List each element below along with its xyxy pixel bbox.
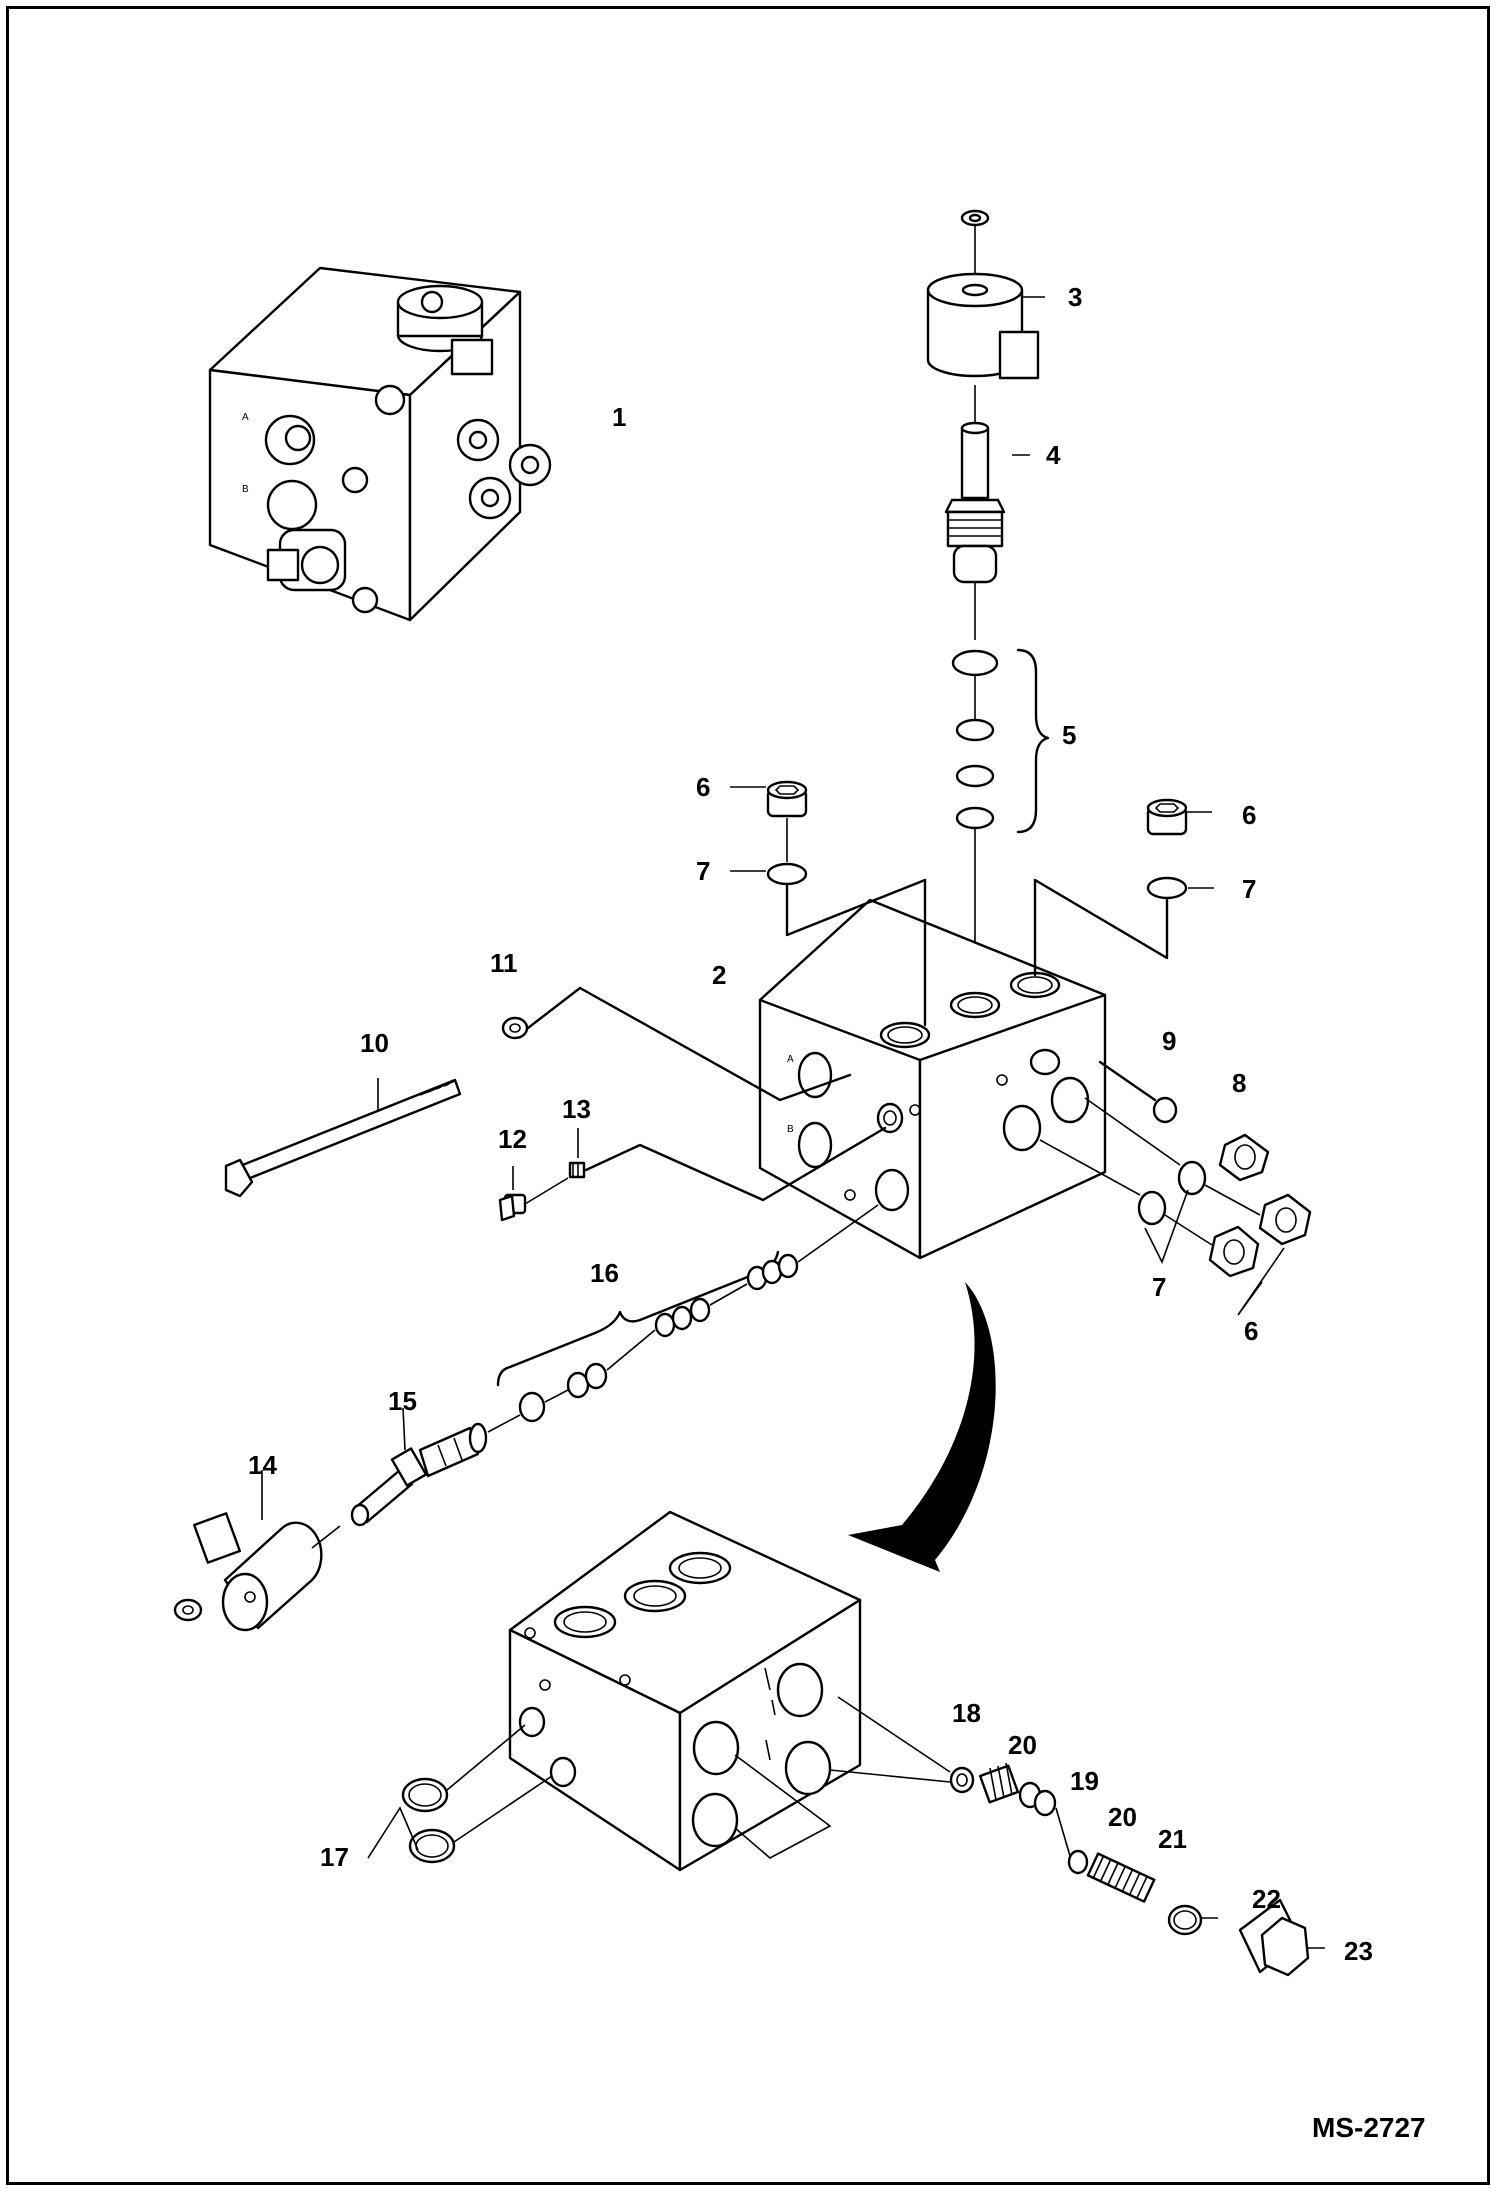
callout-7-bottom: 7 — [1152, 1272, 1167, 1302]
callout-6-bottom-right: 6 — [1244, 1316, 1259, 1346]
port-a-label: A — [242, 412, 249, 423]
callout-7-top-right: 7 — [1242, 874, 1257, 904]
callout-22: 22 — [1252, 1884, 1281, 1914]
relief-valve-items-18-23 — [734, 1696, 1325, 1977]
o-rings-item-17 — [367, 1724, 553, 1864]
callout-16: 16 — [590, 1258, 619, 1288]
side-plugs-items-6-7-8-9 — [1039, 1060, 1312, 1316]
valve-body-rear-view — [508, 1510, 862, 1872]
assembled-valve-item-1: A B — [208, 266, 552, 622]
callout-6-top-left: 6 — [696, 772, 711, 802]
callout-9: 9 — [1162, 1026, 1177, 1056]
callout-17: 17 — [320, 1842, 349, 1872]
drawing-border — [6, 6, 1490, 2185]
callout-18: 18 — [952, 1698, 981, 1728]
top-plugs-items-6-7 — [730, 780, 1214, 1027]
drawing-number: MS-2727 — [1312, 2112, 1426, 2143]
callout-7-top-left: 7 — [696, 856, 711, 886]
port-b-label: B — [242, 484, 249, 495]
bolt-items-10-11 — [224, 986, 852, 1198]
callout-4: 4 — [1046, 440, 1061, 470]
callout-2: 2 — [712, 960, 727, 990]
callout-5: 5 — [1062, 720, 1077, 750]
valve-body-item-2: A B — [758, 898, 1107, 1260]
seal-set-item-16 — [496, 1204, 879, 1423]
port-b-label-exploded: B — [787, 1124, 794, 1135]
solenoid-coil-item-3 — [926, 209, 1045, 380]
port-a-label-exploded: A — [787, 1054, 794, 1065]
callout-13: 13 — [562, 1094, 591, 1124]
callout-3: 3 — [1068, 282, 1083, 312]
spool-item-15 — [350, 1407, 521, 1527]
callout-21: 21 — [1158, 1824, 1187, 1854]
side-coil-item-14 — [173, 1470, 341, 1632]
callout-20-upper: 20 — [1008, 1730, 1037, 1760]
seal-kit-item-5 — [951, 648, 1050, 1000]
callout-15: 15 — [388, 1386, 417, 1416]
callout-19: 19 — [1070, 1766, 1099, 1796]
plug-items-12-13 — [498, 1126, 887, 1222]
callout-20-lower: 20 — [1108, 1802, 1137, 1832]
callout-11: 11 — [490, 948, 518, 978]
cartridge-valve-item-4 — [944, 385, 1030, 640]
callout-1: 1 — [612, 402, 627, 432]
callout-10: 10 — [360, 1028, 389, 1058]
curved-arrow — [848, 1282, 996, 1572]
callout-6-top-right: 6 — [1242, 800, 1257, 830]
callout-8: 8 — [1232, 1068, 1247, 1098]
callout-14: 14 — [248, 1450, 277, 1480]
callout-23: 23 — [1344, 1936, 1373, 1966]
callout-12: 12 — [498, 1124, 527, 1154]
